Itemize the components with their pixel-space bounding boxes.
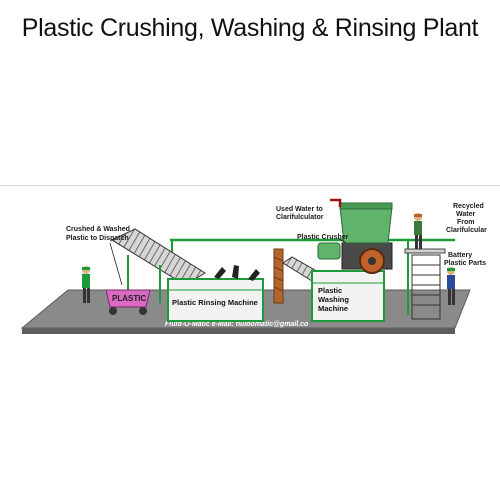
recycled-water-label-1: Recycled: [453, 203, 484, 210]
screw-conveyor: [273, 248, 284, 304]
floor-edge: [22, 328, 455, 334]
worker-left: [82, 266, 90, 303]
rinsing-paddle-1: [214, 267, 226, 279]
battery-label-1: Battery: [448, 252, 472, 259]
rinsing-paddle-3: [248, 269, 260, 281]
used-water-label-2: Clarifulculator: [276, 214, 324, 221]
dispatch-pointer: [109, 242, 123, 286]
plastic-bin: [105, 289, 151, 308]
worker-right: [447, 267, 455, 305]
used-water-label-1: Used Water to: [276, 206, 323, 213]
staircase: [411, 254, 441, 320]
plant-diagram: Fluid-O-Matic e-Mail: fluidomatic@gmail.…: [20, 198, 487, 334]
rinsing-paddle-2: [232, 265, 239, 279]
divider-line: [0, 185, 500, 186]
bin-wheel-1: [109, 307, 117, 315]
washing-machine-label-2: Washing: [318, 295, 349, 304]
crushed-washed-label-1: Crushed & Washed: [66, 226, 130, 233]
operator-platform: [404, 248, 446, 254]
footer-label: Fluid-O-Matic e-Mail: fluidomatic@gmail.…: [165, 321, 309, 328]
battery-label-2: Plastic Parts: [444, 260, 486, 267]
crushed-washed-label-2: Plastic to Dispatch: [66, 235, 129, 242]
recycled-water-label-4: Clarifulcular: [446, 227, 487, 234]
rinsing-machine-label: Plastic Rinsing Machine: [172, 298, 258, 307]
plastic-bin-label: PLASTIC: [112, 294, 146, 303]
plastic-crusher-label: Plastic Crusher: [297, 234, 349, 241]
used-water-pipe: [330, 198, 342, 207]
washing-machine: [311, 270, 385, 322]
rinsing-machine: [167, 278, 264, 322]
recycled-water-label-2: Water: [456, 211, 475, 218]
bin-wheel-2: [139, 307, 147, 315]
recycled-water-label-3: From: [457, 219, 475, 226]
washing-machine-label-1: Plastic: [318, 286, 342, 295]
crusher-pointer: [337, 237, 347, 244]
washing-machine-label-3: Machine: [318, 304, 348, 313]
page-title: Plastic Crushing, Washing & Rinsing Plan…: [21, 14, 479, 42]
worker-top: [414, 213, 422, 249]
crusher-motor: [317, 242, 341, 260]
